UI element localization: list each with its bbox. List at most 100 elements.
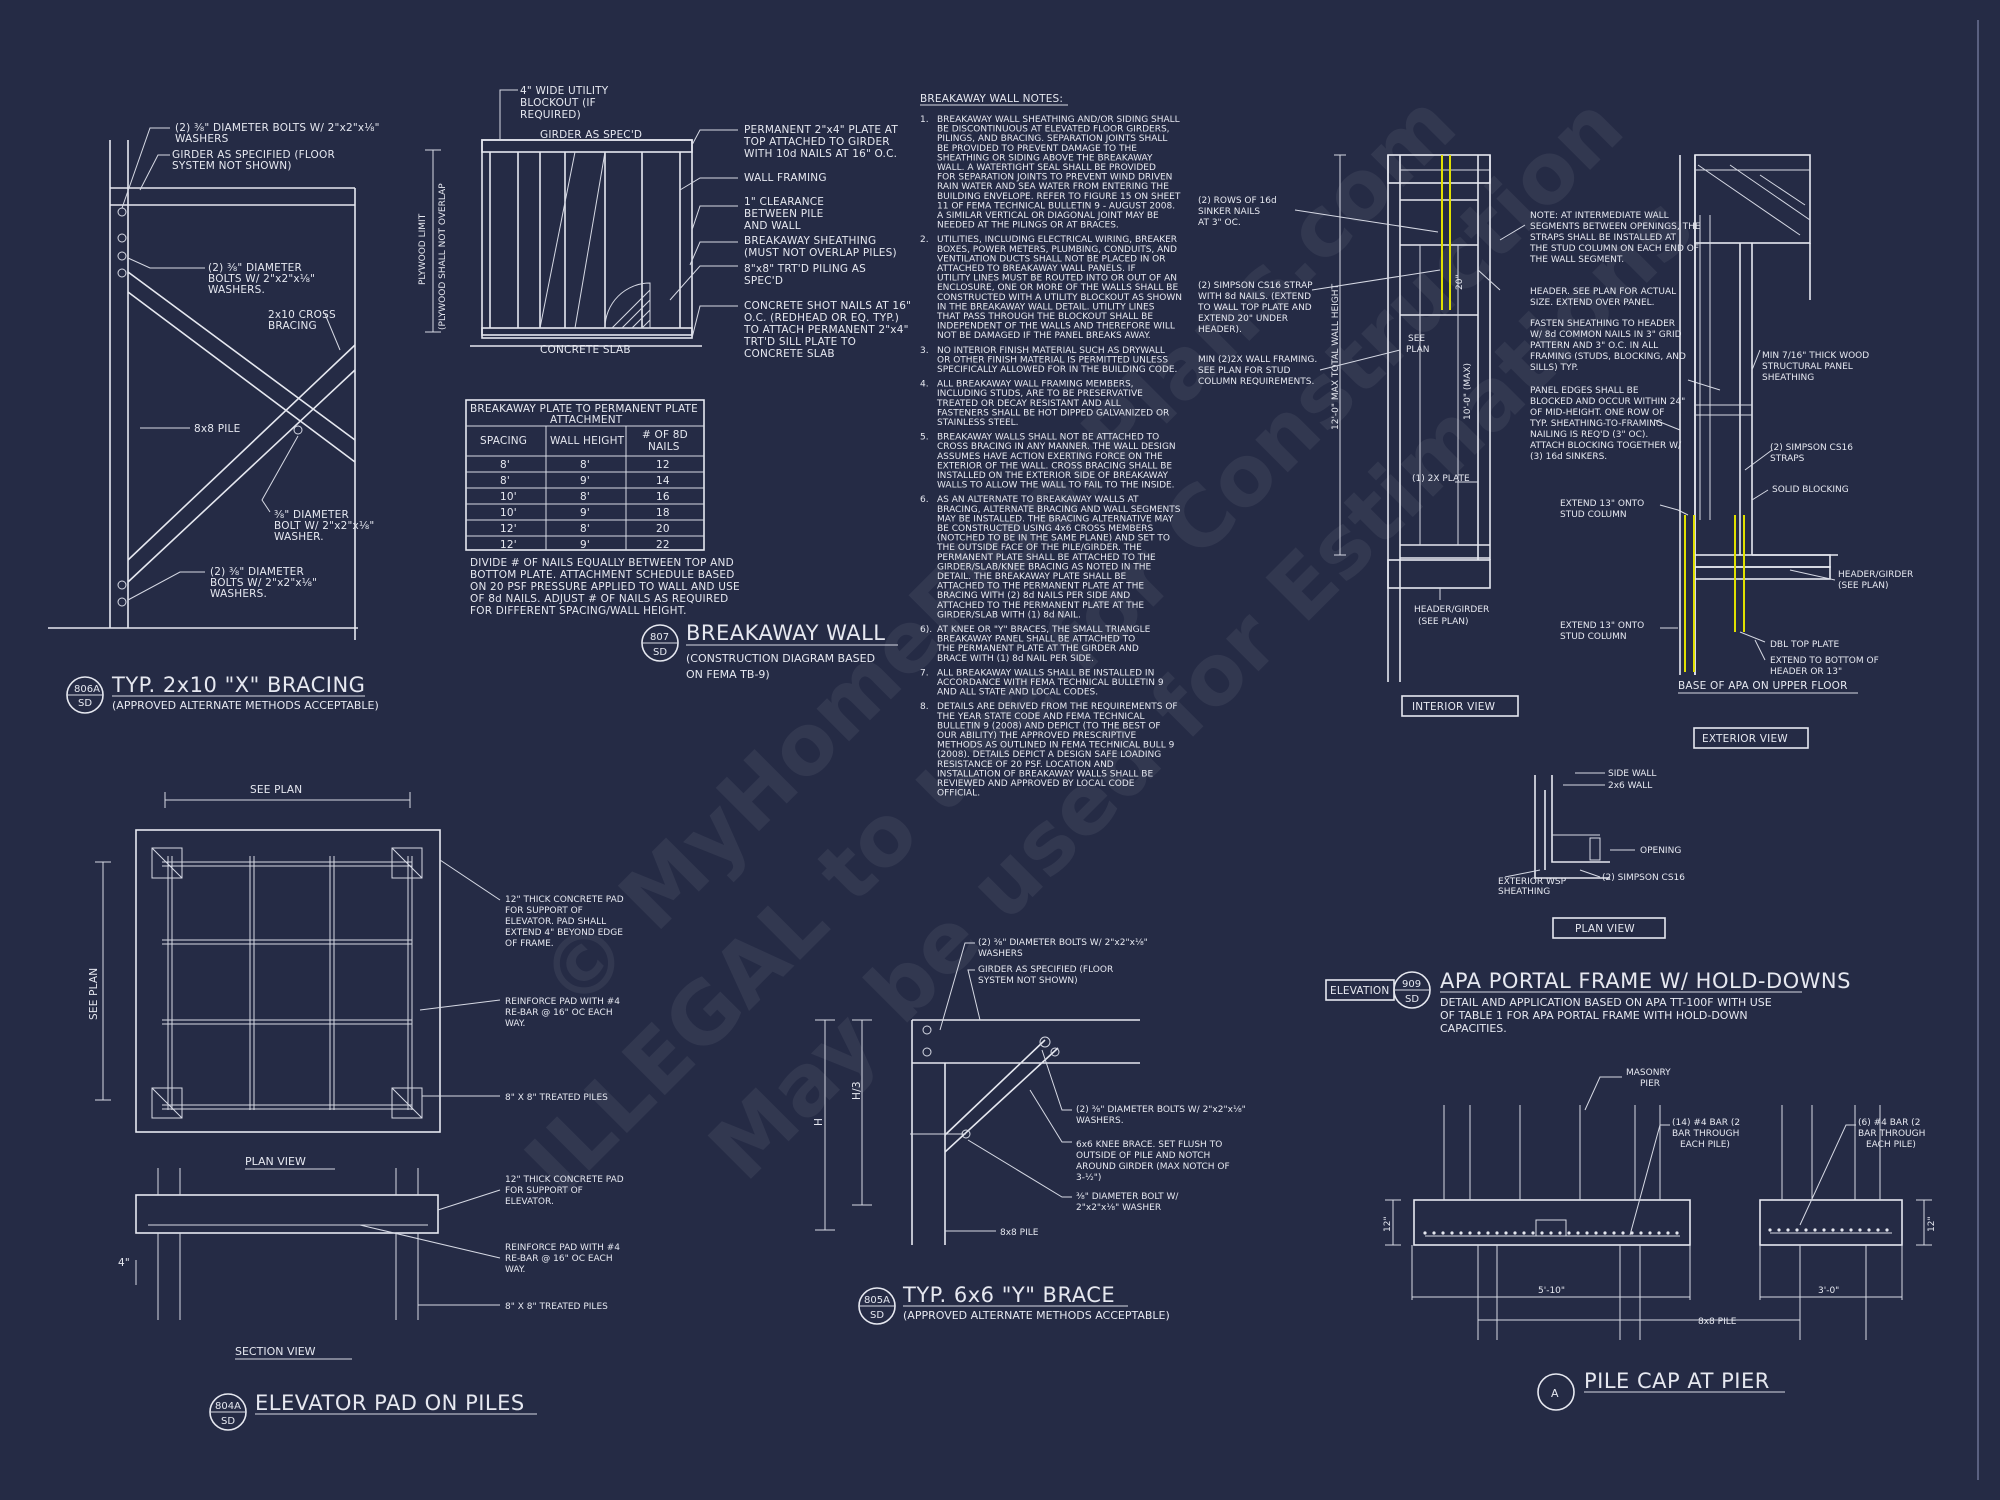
x-bracing-label: BRACING — [268, 320, 317, 332]
table-cell: 12' — [500, 523, 517, 535]
note-line: EXTERIOR OF THE WALL. CROSS BRACING SHAL… — [937, 461, 1172, 471]
elevator-plan-label: ELEVATOR. PAD SHALL — [505, 917, 606, 927]
elevator-pad-detail: SEE PLAN SEE PLAN 12" THICK CONCRETE PAD… — [88, 784, 624, 1431]
note-line: OR OTHER FINISH MATERIAL IS PERMITTED UN… — [937, 355, 1168, 365]
note-line: BREAKAWAY WALLS SHALL NOT BE ATTACHED TO — [937, 433, 1159, 443]
table-cell: 16 — [656, 491, 670, 503]
table-note: DIVIDE # OF NAILS EQUALLY BETWEEN TOP AN… — [470, 557, 734, 569]
table-cell: 14 — [656, 475, 670, 487]
elevator-plan-label: OF FRAME. — [505, 939, 554, 949]
x-bracing-label: WASHER. — [274, 531, 324, 543]
apa-left-label: (SEE PLAN) — [1418, 617, 1469, 627]
note-number: 3. — [920, 346, 929, 356]
elevator-dim-4: 4" — [118, 1257, 130, 1269]
elevator-section-label: 12" THICK CONCRETE PAD — [505, 1175, 624, 1185]
apa-left-label: EXTEND 20" UNDER — [1198, 314, 1288, 324]
y-brace-label: OUTSIDE OF PILE AND NOTCH — [1076, 1151, 1210, 1161]
note-line: CROSS BRACING IN ANY MANNER. THE WALL DE… — [937, 442, 1176, 452]
elevator-plan-label: REINFORCE PAD WITH #4 — [505, 997, 620, 1007]
x-bracing-label: WASHERS — [175, 133, 229, 145]
table-cell: 8' — [580, 491, 590, 503]
x-bracing-label: 2x10 CROSS — [268, 309, 336, 321]
table-cell: 8' — [580, 523, 590, 535]
breakaway-right-label: CONCRETE SLAB — [744, 348, 835, 360]
apa-subtitle: DETAIL AND APPLICATION BASED ON APA TT-1… — [1440, 996, 1772, 1009]
apa-callout-number: 909 — [1402, 979, 1421, 990]
pile-cap-dim-12-right: 12" — [1927, 1216, 1937, 1232]
note-line: DETAIL. THE BREAKAWAY PLATE SHALL BE — [937, 572, 1127, 582]
note-line: BRACE WITH (1) 8d NAIL PER SIDE. — [937, 654, 1094, 664]
plan-view-tag — [1552, 917, 1666, 939]
apa-mid-label: EXTEND 13" ONTO — [1560, 499, 1644, 509]
elevator-section-label: ELEVATOR. — [505, 1197, 554, 1207]
note-line: BOXES, POWER METERS, PLUMBING, CONDUITS,… — [937, 245, 1177, 255]
note-line: PILINGS, AND BRACING. SEPARATION JOINTS … — [937, 134, 1167, 144]
breakaway-right-label: CONCRETE SHOT NAILS AT 16" — [744, 300, 911, 312]
pile-cap-label: BAR THROUGH — [1672, 1129, 1739, 1139]
apa-left-label: (2) SIMPSON CS16 STRAP — [1198, 281, 1313, 291]
apa-subtitle: CAPACITIES. — [1440, 1022, 1507, 1035]
note-line: (NOTCHED TO BE IN THE SAME PLANE) AND SE… — [937, 534, 1170, 544]
table-cell: 12' — [500, 539, 517, 551]
elevator-section-label: RE-BAR @ 16" OC EACH — [505, 1254, 613, 1264]
y-brace-title: TYP. 6x6 "Y" BRACE — [902, 1283, 1115, 1307]
apa-right-label: (2) SIMPSON CS16 — [1770, 443, 1853, 453]
x-bracing-detail: (2) ⅜" DIAMETER BOLTS W/ 2"x2"x⅛" WASHER… — [48, 122, 380, 714]
elevator-callout-sheet: SD — [221, 1416, 235, 1427]
pile-cap-label: (14) #4 BAR (2 — [1672, 1118, 1740, 1128]
apa-mid-label: (3) 16d SINKERS. — [1530, 452, 1607, 462]
note-line: UTILITY LINES MUST BE ROUTED INTO OR OUT… — [937, 274, 1177, 284]
note-line: CONSTRUCTED WITH A UTILITY BLOCKOUT AS S… — [937, 293, 1182, 303]
breakaway-right-label: WITH 10d NAILS AT 16" O.C. — [744, 148, 897, 160]
table-note: BOTTOM PLATE. ATTACHMENT SCHEDULE BASED — [470, 569, 735, 581]
pile-cap-callout: A — [1551, 1387, 1559, 1400]
apa-right-label: STRAPS — [1770, 454, 1805, 464]
apa-see-plan: PLAN — [1406, 345, 1430, 355]
elevator-section-label: REINFORCE PAD WITH #4 — [505, 1243, 620, 1253]
x-bracing-callout-sheet: SD — [78, 698, 92, 709]
breakaway-right-label: PERMANENT 2"x4" PLATE AT — [744, 124, 898, 136]
note-number: 6). — [920, 625, 932, 635]
y-brace-label: WASHERS — [978, 949, 1023, 959]
apa-mid-label: THE WALL SEGMENT. — [1529, 255, 1624, 265]
interior-view-tag — [1401, 695, 1519, 717]
note-line: AT KNEE OR "Y" BRACES, THE SMALL TRIANGL… — [937, 625, 1151, 635]
x-bracing-callout-number: 806A — [74, 684, 100, 695]
x-bracing-label: (2) ⅜" DIAMETER — [208, 262, 302, 274]
note-line: BREAKAWAY PANEL SHALL BE ATTACHED TO — [937, 635, 1135, 645]
note-line: BULLETIN 9 (2008) AND DEPICT (TO THE BES… — [937, 721, 1161, 731]
apa-mid-label: EXTEND 13" ONTO — [1560, 621, 1644, 631]
note-line: ATTACHED TO BREAKAWAY WALL PANELS. IF — [937, 264, 1136, 274]
note-line: SHEATHING OR SIDING ABOVE THE BREAKAWAY — [937, 153, 1153, 163]
apa-left-label: MIN (2)2X WALL FRAMING. — [1198, 355, 1317, 365]
elevator-plan-view: PLAN VIEW — [245, 1155, 306, 1168]
elevator-plan-label: EXTEND 4" BEYOND EDGE — [505, 928, 623, 938]
apa-right-label: (SEE PLAN) — [1838, 581, 1889, 591]
apa-portal-frame-detail: 12'-0" MAX TOTAL WALL HEIGHT 10'-0" (MAX… — [1197, 154, 1913, 1035]
note-line: FOR SEPARATION JOINTS TO PREVENT WIND DR… — [937, 173, 1172, 183]
apa-mid-label: W/ 8d COMMON NAILS IN 3" GRID — [1530, 330, 1682, 340]
apa-right-label: HEADER/GIRDER — [1838, 570, 1913, 580]
y-brace-label: (2) ⅜" DIAMETER BOLTS W/ 2"x2"x⅛" — [978, 938, 1148, 948]
apa-left-label: TO WALL TOP PLATE AND — [1197, 303, 1312, 313]
y-brace-detail: H H/3 (2) ⅜" DIAMETER BOLTS W/ 2"x2"x⅛"W… — [813, 938, 1246, 1325]
note-line: A SIMILAR VERTICAL OR DIAGONAL JOINT MAY… — [937, 211, 1159, 221]
plywood-note-label: (PLYWOOD SHALL NOT OVERLAP — [438, 183, 448, 330]
apa-right-label: EXTEND TO BOTTOM OF — [1770, 656, 1879, 666]
y-brace-callout-number: 805A — [864, 1295, 890, 1306]
note-line: STAINLESS STEEL. — [937, 418, 1019, 428]
apa-plan-label: OPENING — [1640, 846, 1681, 856]
breakaway-right-label: WALL FRAMING — [744, 172, 827, 184]
apa-callout-sheet: SD — [1405, 994, 1419, 1005]
y-brace-callout-sheet: SD — [870, 1310, 884, 1321]
note-line: THE OUTSIDE FACE OF THE PILE/GIRDER. THE — [936, 543, 1142, 553]
elevator-section-label: WAY. — [505, 1265, 525, 1275]
note-line: NEEDED AT THE PILINGS OR AT BRACES. — [937, 221, 1119, 231]
note-line: BE DISCONTINUOUS AT ELEVATED FLOOR GIRDE… — [937, 125, 1170, 135]
apa-plan-label: SIDE WALL — [1608, 769, 1656, 779]
notes-heading: BREAKAWAY WALL NOTES: — [920, 93, 1063, 105]
note-number: 5. — [920, 433, 929, 443]
apa-left-label: COLUMN REQUIREMENTS. — [1198, 377, 1314, 387]
note-line: THAT PASS THROUGH THE BLOCKOUT SHALL BE — [936, 312, 1153, 322]
